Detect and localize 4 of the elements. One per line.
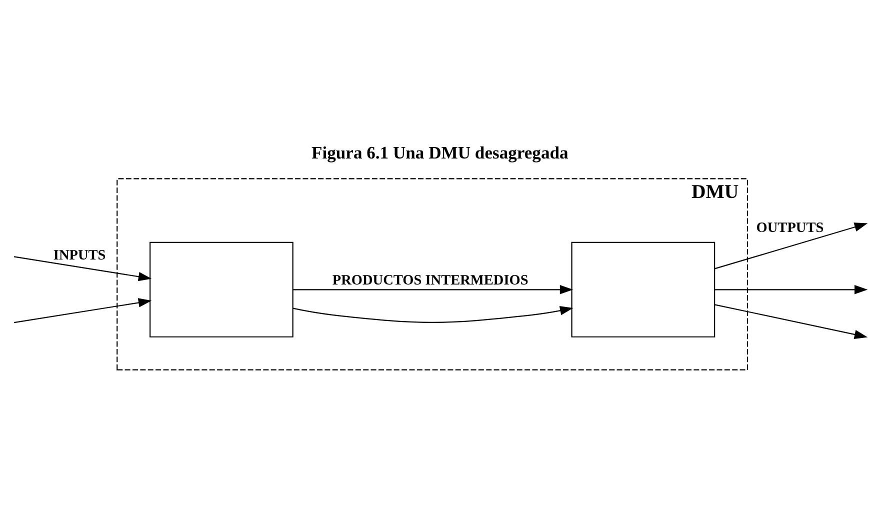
edge-label: OUTPUTS: [756, 219, 824, 236]
edge-label: INPUTS: [53, 246, 106, 263]
diagram-title: Figura 6.1 Una DMU desagregada: [312, 142, 568, 162]
edge-label: PRODUCTOS INTERMEDIOS: [332, 272, 528, 288]
